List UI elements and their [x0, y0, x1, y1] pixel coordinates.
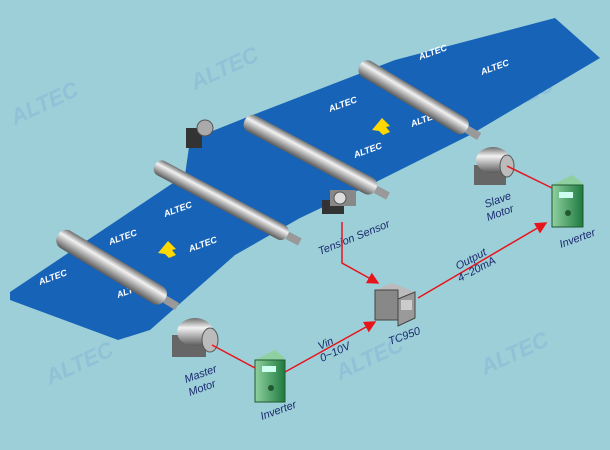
- master-motor: [172, 318, 219, 357]
- roller: [56, 229, 180, 311]
- svg-text:ALTEC: ALTEC: [41, 336, 118, 390]
- inverter-right-label: Inverter: [558, 226, 598, 250]
- signal-lines: [211, 165, 553, 373]
- svg-text:ALTEC: ALTEC: [6, 76, 83, 130]
- controller-label: TC950: [387, 325, 423, 348]
- material-web: [10, 18, 600, 340]
- direction-arrow-icon: [158, 241, 176, 258]
- rollers: [56, 60, 482, 311]
- inverter-left: [254, 350, 286, 403]
- roller: [153, 160, 302, 246]
- tension-sensor: [186, 119, 356, 214]
- roller: [243, 114, 390, 200]
- svg-text:ALTEC: ALTEC: [186, 41, 263, 95]
- direction-arrow-icon: [372, 118, 390, 135]
- tension-sensor-label: Tension Sensor: [317, 218, 393, 258]
- slave-motor: [474, 147, 515, 185]
- roller: [358, 60, 482, 141]
- tc950-controller: [374, 283, 416, 327]
- svg-text:ALTEC: ALTEC: [476, 326, 553, 380]
- inverter-right: [551, 175, 584, 228]
